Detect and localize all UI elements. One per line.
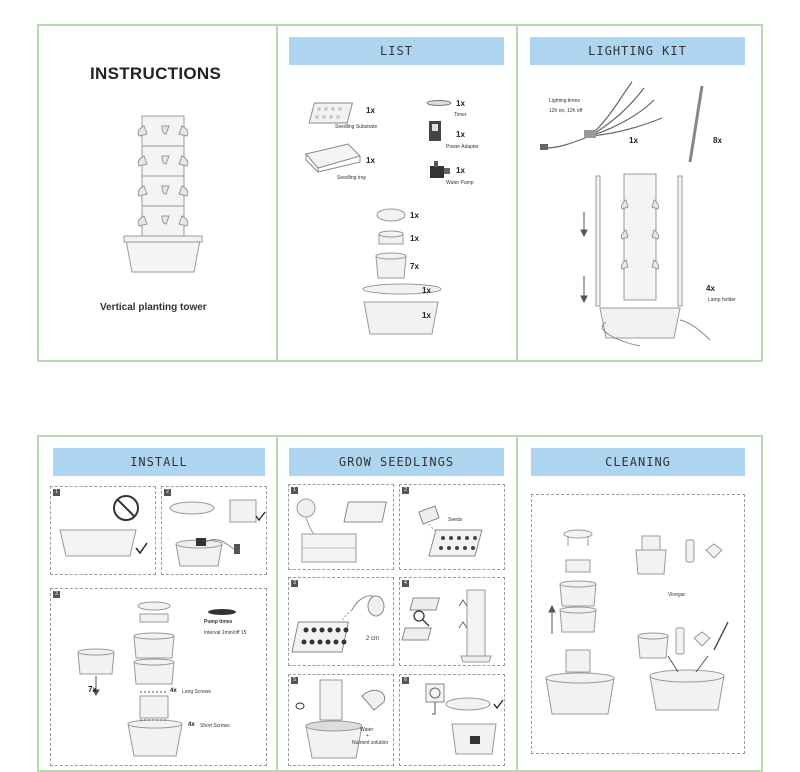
tower-caption: Vertical planting tower: [100, 302, 207, 313]
list-qty: 1x: [456, 99, 465, 108]
plant-seeds-illustration: [418, 505, 483, 557]
pump-times-label: Pump times: [204, 619, 233, 625]
step-number: 5: [291, 677, 298, 684]
list-label: Seedling Substrate: [335, 124, 378, 130]
list-qty: 1x: [456, 166, 465, 175]
install-header: INSTALL: [53, 448, 265, 476]
pump-placement-illustration: [169, 499, 266, 567]
holder-label: Lamp holder: [708, 297, 736, 303]
plus-label: +: [366, 733, 369, 739]
short-screws-label: Short Screws: [200, 723, 230, 729]
list-label: Timer: [454, 112, 467, 118]
seedling-step: 2: [399, 484, 505, 570]
lamp-qty: 1x: [629, 136, 638, 145]
list-header: LIST: [289, 37, 504, 65]
seedling-substrate-icon: [308, 102, 354, 124]
seedling-step: 3: [288, 577, 394, 666]
seedling-step: 5: [288, 674, 394, 766]
water-label: Water: [360, 727, 374, 733]
vertical-tower-illustration: [123, 115, 203, 273]
tower-parts-stack: [362, 208, 442, 335]
install-step: 3: [50, 588, 267, 766]
long-screws-label: Long Screws: [182, 689, 211, 695]
timer-icon: [426, 100, 452, 106]
seeds-label: Seeds: [448, 517, 463, 523]
list-qty: 1x: [366, 106, 375, 115]
list-qty: 7x: [410, 262, 419, 271]
vinegar-label: Vinegar: [668, 592, 686, 598]
install-step: 2: [161, 486, 267, 575]
list-label: Seedling tray: [337, 175, 367, 181]
step-number: 4: [402, 580, 409, 587]
list-qty: 1x: [366, 156, 375, 165]
instructions-title: INSTRUCTIONS: [90, 64, 222, 83]
list-qty: 1x: [410, 234, 419, 243]
step-number: 1: [291, 487, 298, 494]
cleaning-header: CLEANING: [531, 448, 745, 476]
install-step: 1: [50, 486, 156, 575]
divider: [276, 435, 278, 772]
list-qty: 1x: [410, 211, 419, 220]
step-number: 6: [402, 677, 409, 684]
list-qty: 1x: [422, 311, 431, 320]
list-label: Power Adapter: [446, 144, 479, 150]
lighting-times-label: Lighting times: [549, 98, 580, 104]
pump-times-value: Interval 1min/off 15: [204, 630, 247, 636]
divider: [276, 24, 278, 362]
power-adapter-icon: [429, 121, 441, 141]
step-number: 1: [53, 489, 60, 496]
tower-with-lighting: [580, 173, 711, 347]
step-number: 2: [164, 489, 171, 496]
lighting-times-value: 12h on, 12h off: [549, 108, 583, 114]
step-number: 3: [53, 591, 60, 598]
nutrient-label: Nutrient solution: [352, 740, 389, 746]
rod-qty: 8x: [713, 136, 722, 145]
pot-qty: 7x: [88, 685, 97, 694]
divider: [516, 435, 518, 772]
cleaning-step: [531, 494, 745, 754]
grow-lamp-icon: [540, 81, 663, 150]
seedling-step: 4: [399, 577, 505, 666]
seedling-tray-icon: [305, 143, 361, 174]
water-tray-illustration: [291, 595, 385, 653]
list-label: Water Pump: [446, 180, 474, 186]
divider: [516, 24, 518, 362]
support-rod-icon: [688, 85, 704, 163]
cm-label: 2 cm: [366, 636, 380, 642]
seedling-step: 1: [288, 484, 394, 570]
step-number: 3: [291, 580, 298, 587]
lighting-header: LIGHTING KIT: [530, 37, 745, 65]
basin-no-soil-illustration: [59, 495, 148, 557]
short-screws-qty: 4x: [188, 722, 195, 728]
holder-qty: 4x: [706, 284, 715, 293]
add-water-nutrient-illustration: [295, 679, 386, 759]
tower-assembly-illustration: [77, 601, 236, 757]
transplant-seedlings-illustration: [401, 589, 492, 663]
long-screws-qty: 4x: [170, 688, 177, 694]
water-pump-icon: [430, 161, 450, 178]
power-on-illustration: [425, 683, 504, 755]
cleaning-illustration: [545, 529, 729, 715]
seedling-step: 6: [399, 674, 505, 766]
step-number: 2: [402, 487, 409, 494]
seedlings-header: GROW SEEDLINGS: [289, 448, 504, 476]
list-qty: 1x: [422, 286, 431, 295]
soak-substrate-illustration: [296, 498, 387, 563]
list-qty: 1x: [456, 130, 465, 139]
